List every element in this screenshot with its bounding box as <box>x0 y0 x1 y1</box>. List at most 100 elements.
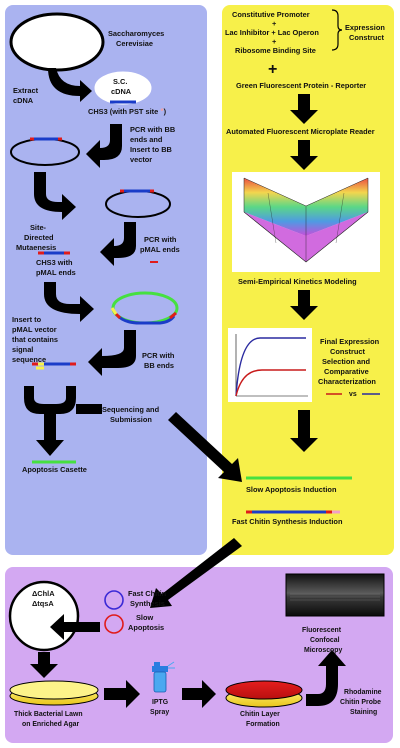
pcr-bb2-1: PCR with <box>142 351 175 360</box>
merge-arrow-icon <box>24 386 76 456</box>
chs3-pmal-1: CHS3 with <box>36 258 73 267</box>
yeast-cell <box>9 12 105 72</box>
fast-2: Synthesis <box>130 599 165 608</box>
cell-label-1: Saccharomyces <box>108 29 164 38</box>
micro-3: Microscopy <box>304 647 342 654</box>
chitin-1: Chitin Layer <box>240 711 280 718</box>
seq-1: Sequencing and <box>102 405 160 414</box>
iptg-2: Spray <box>150 709 169 716</box>
confocal-streaks <box>290 593 380 601</box>
right-arrow-2-icon <box>182 680 216 708</box>
up-curve-arrow-icon <box>306 650 346 706</box>
right-arrow-1-icon <box>104 680 140 708</box>
insert-pmal-2: pMAL vector <box>12 325 57 334</box>
apoptosis-casette: Apoptosis Casette <box>22 465 87 474</box>
final-4: Comparative <box>324 367 369 376</box>
inhibitor: Lac Inhibitor + Lac Operon <box>225 28 319 37</box>
merge-side-bar <box>76 404 102 414</box>
plus-1: + <box>272 19 277 28</box>
elbow-arrow-3-icon <box>100 222 136 266</box>
mutant-2: ΔtqsA <box>32 599 54 608</box>
fast-chitin-circle <box>104 590 124 610</box>
pcr-pmal-1: PCR with <box>144 235 177 244</box>
curve-chart <box>235 334 308 397</box>
elbow-arrow-4-icon <box>44 282 94 322</box>
pmal-vector-red-a <box>114 312 122 320</box>
brace-icon <box>331 9 343 51</box>
down-arrow-5-icon <box>30 652 58 678</box>
insert-pmal-3: that contains <box>12 335 58 344</box>
insert-pmal-5: sequence <box>12 355 46 364</box>
pcr-bb-2: ends and <box>130 135 163 144</box>
pcr-bb-1: PCR with BB <box>130 125 175 134</box>
pmal-vector-red-b <box>169 311 177 320</box>
chs3-label: CHS3 (with PST site *) <box>88 107 167 116</box>
down-arrow-1-icon <box>290 94 318 124</box>
micro-2: Confocal <box>310 637 340 644</box>
micro-1: Fluorescent <box>302 627 342 634</box>
down-arrow-3-icon <box>290 290 318 320</box>
promoter: Constitutive Promoter <box>232 10 310 19</box>
down-arrow-2-icon <box>290 140 318 170</box>
right-panel-bg <box>222 5 394 555</box>
insert-pmal-1: Insert to <box>12 315 42 324</box>
plate-red-top <box>225 680 303 700</box>
slow-apoptosis-induction: Slow Apoptosis Induction <box>246 485 337 494</box>
diagonal-arrow-icon <box>168 412 242 482</box>
sc-label: S.C. <box>113 77 127 86</box>
elbow-arrow-5-icon <box>88 330 136 376</box>
slow-1: Slow <box>136 613 153 622</box>
surface-plot <box>243 177 369 263</box>
rbs: Ribosome Binding Site <box>235 46 316 55</box>
mutant-1: ΔChlA <box>32 589 55 598</box>
sc-cdna-circle <box>94 71 152 105</box>
bottom-entry-arrow-icon <box>150 538 242 608</box>
reader: Automated Fluorescent Microplate Reader <box>226 127 375 136</box>
cell-label-2: Cerevisiae <box>116 39 153 48</box>
stain-2: Chitin Probe <box>340 699 381 706</box>
elbow-arrow-1-icon <box>86 124 122 168</box>
final-1: Final Expression <box>320 337 380 346</box>
fast-1: Fast Chitin <box>128 589 167 598</box>
curved-arrow-icon <box>48 68 92 102</box>
pmal-vector-insert <box>116 314 176 325</box>
seq-2: Submission <box>110 415 152 424</box>
insert-pmal-4: signal <box>12 345 33 354</box>
extract-label-2: cDNA <box>13 96 34 105</box>
big-plus: + <box>268 61 277 78</box>
plus-2: + <box>272 37 277 46</box>
down-arrow-4-icon <box>290 410 318 452</box>
slow-apoptosis-circle <box>104 614 124 634</box>
pcr-bb2-2: BB ends <box>144 361 174 370</box>
confocal-image <box>285 573 385 617</box>
pcr-pmal-2: pMAL ends <box>140 245 180 254</box>
gfp: Green Fluorescent Protein - Reporter <box>236 81 366 90</box>
chitin-2: Formation <box>246 721 280 728</box>
lawn-2: on Enriched Agar <box>22 721 79 728</box>
stain-3: Staining <box>350 709 377 716</box>
elbow-arrow-2-icon <box>34 172 76 220</box>
sdm-2: Directed <box>24 233 54 242</box>
chs3-pmal-2: pMAL ends <box>36 268 76 277</box>
sdm-3: Mutaenesis <box>16 243 56 252</box>
sdm-1: Site- <box>30 223 47 232</box>
curve-chart-frame <box>228 328 312 402</box>
expression-1: Expression <box>345 23 385 32</box>
expression-2: Construct <box>349 33 384 42</box>
iptg-1: IPTG <box>152 699 168 706</box>
final-3: Selection and <box>322 357 371 366</box>
final-2: Construct <box>330 347 365 356</box>
extract-label-1: Extract <box>13 86 39 95</box>
cdna-label: cDNA <box>111 87 132 96</box>
spray-bottle-icon <box>152 661 175 693</box>
into-cell-arrow-icon <box>50 614 100 640</box>
lawn-1: Thick Bacterial Lawn <box>14 711 83 718</box>
stain-1: Rhodamine <box>344 689 382 696</box>
fast-chitin-induction: Fast Chitin Synthesis Induction <box>232 517 343 526</box>
modeling: Semi-Empirical Kinetics Modeling <box>238 277 357 286</box>
pmal-vector-yellow <box>110 307 118 315</box>
vs-label: vs <box>349 391 357 398</box>
final-5: Characterization <box>318 377 376 386</box>
pcr-bb-4: vector <box>130 155 152 164</box>
